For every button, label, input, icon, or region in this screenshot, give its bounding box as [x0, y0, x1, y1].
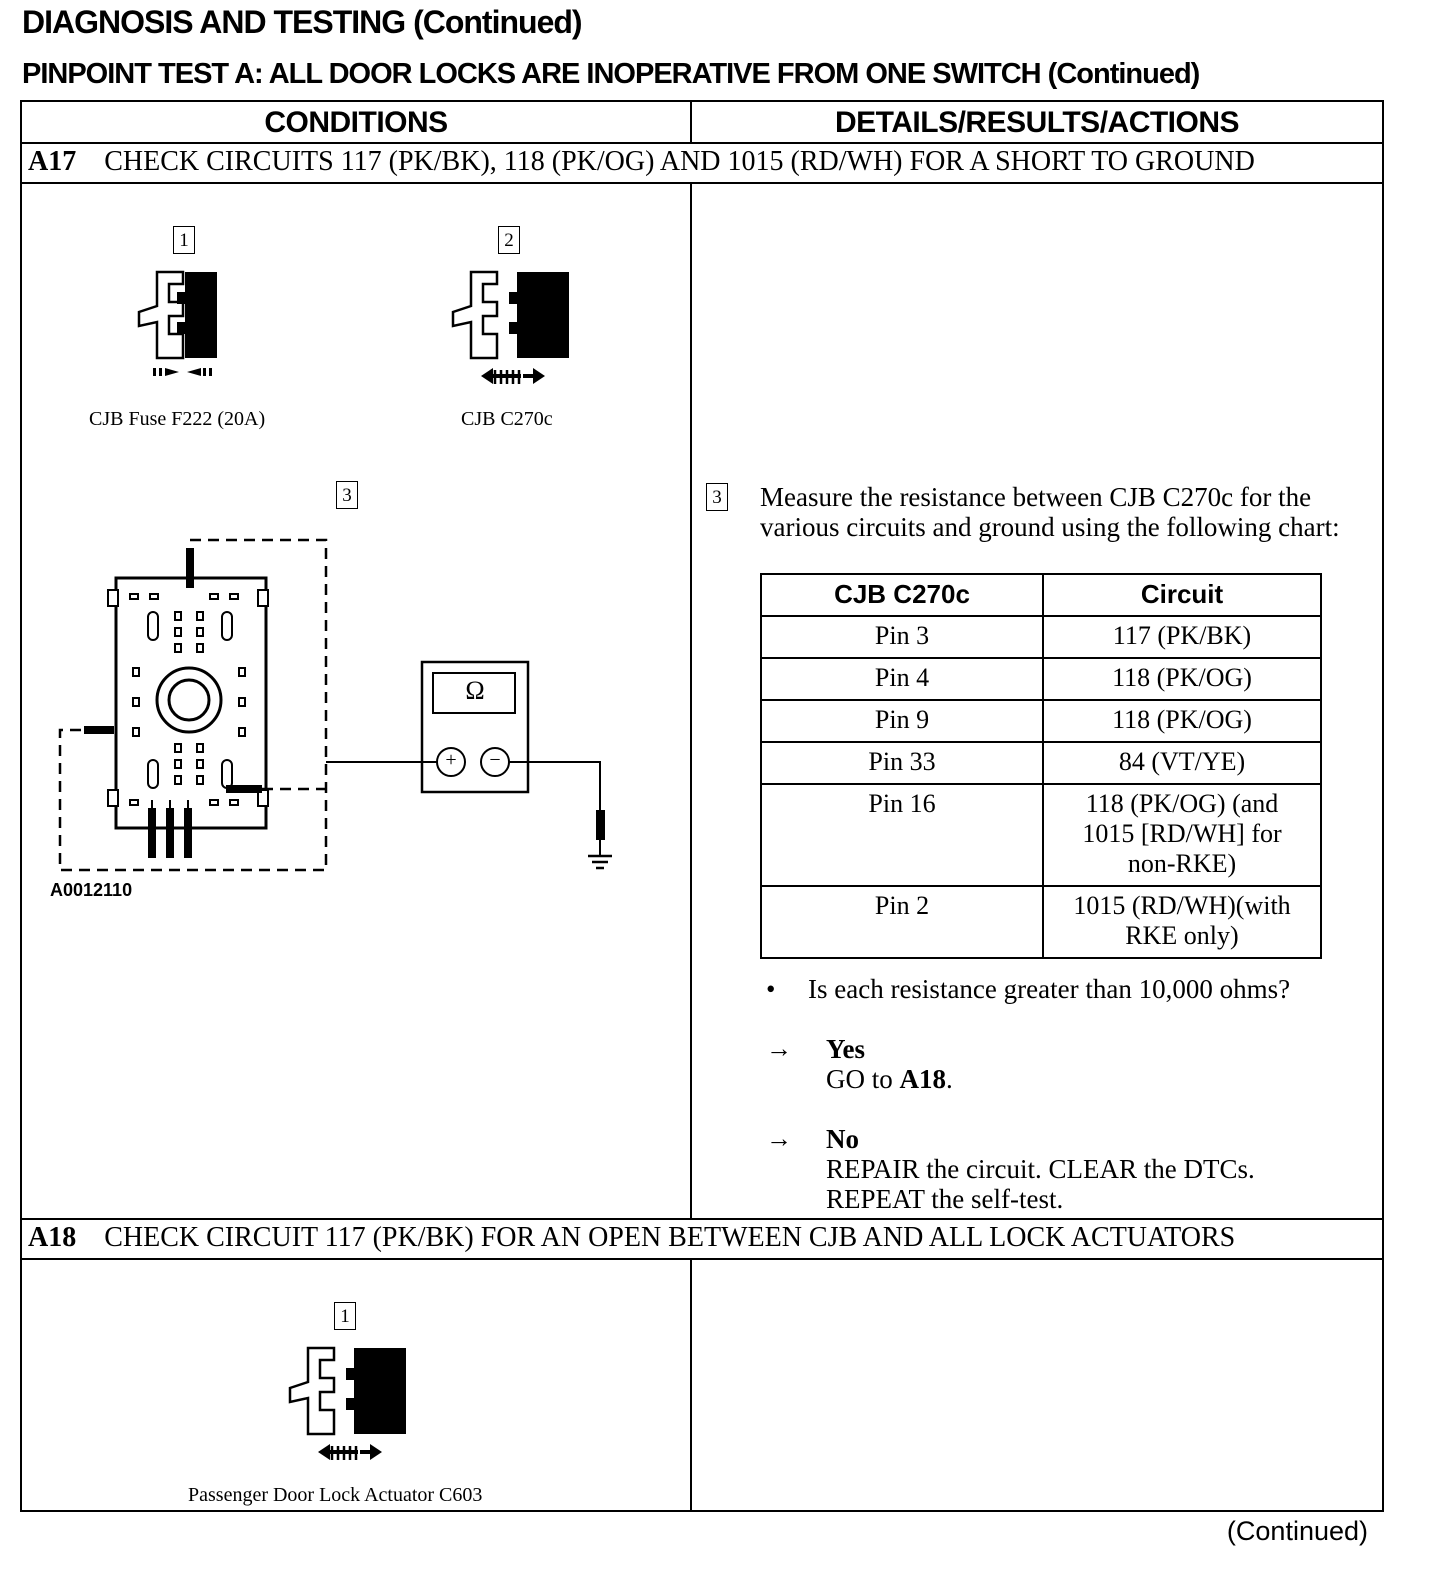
arrow-icon: →	[766, 1124, 792, 1153]
table-row: Pin 33 84 (VT/YE)	[760, 741, 1322, 785]
pin-cell: Pin 3	[760, 615, 1044, 659]
callout-2: 2	[498, 226, 520, 254]
pin-circuit-table: CJB C270c Circuit Pin 3 117 (PK/BK) Pin …	[760, 573, 1322, 959]
circuit-cell: 117 (PK/BK)	[1042, 615, 1322, 659]
connector-disconnect-icon	[137, 270, 217, 376]
connector-disconnect-icon	[288, 1346, 406, 1460]
detail-callout-3: 3	[706, 483, 728, 511]
details-header: DETAILS/RESULTS/ACTIONS	[834, 106, 1240, 139]
callout-3: 3	[336, 481, 358, 509]
no-action-line2: REPEAT the self-test.	[826, 1184, 1064, 1214]
page-title: DIAGNOSIS AND TESTING (Continued)	[22, 4, 583, 40]
continued-note: (Continued)	[1226, 1516, 1368, 1546]
conditions-header: CONDITIONS	[264, 106, 448, 139]
column-divider	[690, 182, 692, 1218]
ohm-symbol: Ω	[465, 676, 485, 705]
pin-cell: Pin 9	[760, 699, 1044, 743]
column-divider	[690, 102, 692, 142]
step-a17-title: A17 CHECK CIRCUITS 117 (PK/BK), 118 (PK/O…	[28, 146, 1255, 178]
table-row: Pin 4 118 (PK/OG)	[760, 657, 1322, 701]
column-header: CJB C270c	[760, 573, 1044, 617]
column-divider	[690, 1258, 692, 1512]
step-id: A17	[28, 146, 77, 177]
connector-disconnect-icon	[451, 270, 569, 384]
no-action-line1: REPAIR the circuit. CLEAR the DTCs.	[826, 1154, 1255, 1184]
caption-actuator: Passenger Door Lock Actuator C603	[188, 1484, 483, 1506]
goto-step-link[interactable]: A18	[899, 1064, 947, 1094]
no-label: No	[826, 1124, 859, 1154]
divider	[22, 1258, 1382, 1260]
question-text: Is each resistance greater than 10,000 o…	[808, 974, 1291, 1004]
arrow-icon: →	[766, 1034, 792, 1063]
callout-1: 1	[334, 1302, 356, 1330]
punctuation: .	[946, 1064, 953, 1094]
junction-box-diagram	[58, 538, 328, 872]
table-row: Pin 9 118 (PK/OG)	[760, 699, 1322, 743]
figure-id: A0012110	[50, 880, 133, 900]
pin-cell: Pin 16	[760, 783, 1044, 887]
table-row: Pin 16 118 (PK/OG) (and 1015 [RD/WH] for…	[760, 783, 1322, 887]
callout-1: 1	[173, 226, 195, 254]
divider	[22, 1218, 1382, 1220]
yes-action: GO to A18.	[826, 1064, 953, 1094]
step-description: CHECK CIRCUIT 117 (PK/BK) FOR AN OPEN BE…	[104, 1222, 1236, 1253]
circuit-cell: 1015 (RD/WH)(with RKE only)	[1042, 885, 1322, 959]
column-header: Circuit	[1042, 573, 1322, 617]
meter-negative-terminal: −	[489, 749, 501, 771]
divider	[22, 182, 1382, 184]
yes-label: Yes	[826, 1034, 865, 1064]
circuit-cell: 118 (PK/OG) (and 1015 [RD/WH] for non-RK…	[1042, 783, 1322, 887]
caption-fuse: CJB Fuse F222 (20A)	[89, 408, 266, 430]
ohmmeter-icon	[326, 660, 612, 870]
meter-positive-terminal: +	[445, 749, 457, 771]
circuit-cell: 118 (PK/OG)	[1042, 699, 1322, 743]
pin-cell: Pin 4	[760, 657, 1044, 701]
pin-cell: Pin 2	[760, 885, 1044, 959]
test-title: PINPOINT TEST A: ALL DOOR LOCKS ARE INOP…	[22, 58, 1200, 90]
table-header-row: CJB C270c Circuit	[760, 573, 1322, 617]
circuit-cell: 118 (PK/OG)	[1042, 657, 1322, 701]
step-id: A18	[28, 1222, 77, 1253]
caption-connector: CJB C270c	[461, 408, 553, 430]
pin-cell: Pin 33	[760, 741, 1044, 785]
step-description: CHECK CIRCUITS 117 (PK/BK), 118 (PK/OG) …	[104, 146, 1255, 177]
yes-action-text: GO to	[826, 1064, 900, 1094]
bullet: •	[766, 974, 776, 1004]
table-row: Pin 3 117 (PK/BK)	[760, 615, 1322, 659]
instruction-text: Measure the resistance between CJB C270c…	[760, 482, 1340, 542]
step-a18-title: A18 CHECK CIRCUIT 117 (PK/BK) FOR AN OPEN…	[28, 1222, 1235, 1254]
table-row: Pin 2 1015 (RD/WH)(with RKE only)	[760, 885, 1322, 959]
circuit-cell: 84 (VT/YE)	[1042, 741, 1322, 785]
divider	[22, 142, 1382, 144]
